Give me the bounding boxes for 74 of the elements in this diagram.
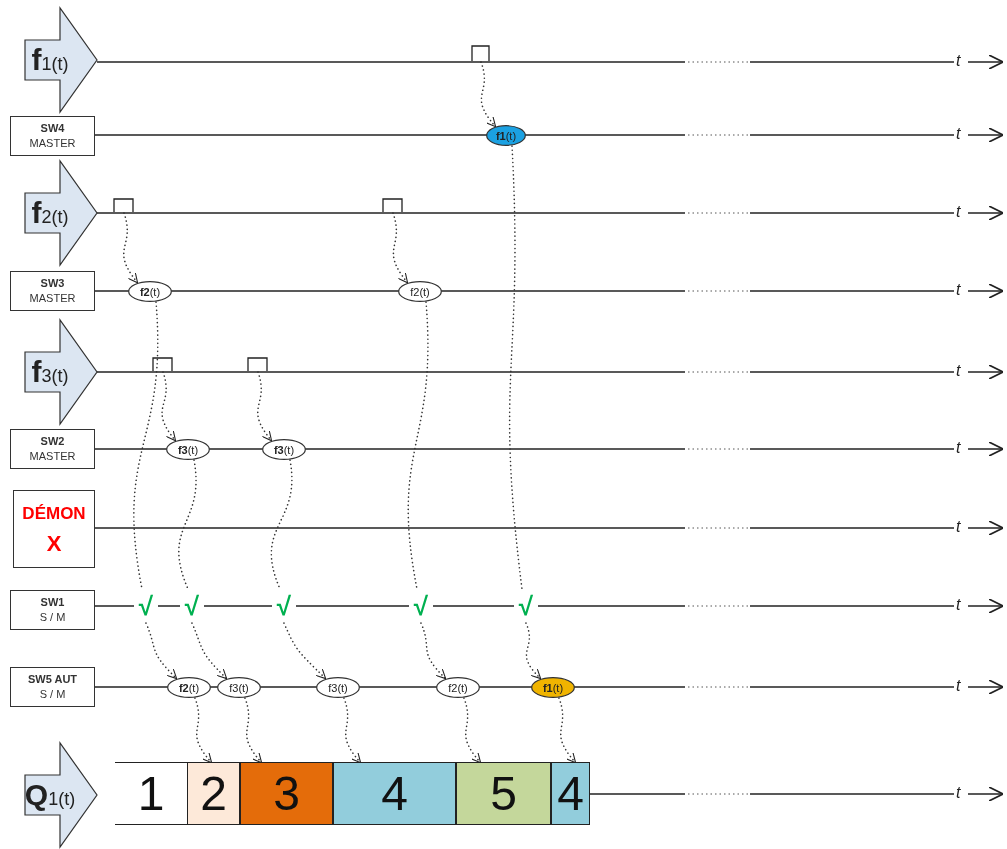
demon-label: DÉMON — [22, 503, 86, 525]
switch-box — [10, 429, 95, 469]
dotted-arrow — [145, 622, 178, 680]
dotted-line — [407, 301, 429, 590]
time-axis-label: t — [956, 53, 961, 69]
dotted-arrow — [244, 697, 263, 764]
message-label: f3(t) — [177, 443, 199, 456]
dotted-arrow — [343, 697, 362, 764]
time-axis-label: t — [956, 363, 961, 379]
cell-number: 1 — [137, 765, 165, 822]
switch-label: S / M — [39, 610, 66, 625]
cell-number: 3 — [273, 765, 300, 822]
signal-label: Q1(t) — [24, 778, 76, 812]
queue-cell — [333, 762, 456, 825]
switch-label: S / M — [39, 687, 66, 702]
dotted-arrow — [191, 622, 228, 680]
queue-cell — [115, 762, 187, 825]
time-axis-label: t — [956, 282, 961, 298]
dotted-arrow — [283, 622, 327, 680]
demon-box — [13, 490, 95, 568]
switch-label: SW2 — [40, 434, 65, 449]
message-label: f1(t) — [495, 129, 517, 142]
message-label: f2(t) — [178, 681, 200, 694]
cell-number: 2 — [200, 765, 227, 822]
switch-label: SW3 — [40, 276, 65, 291]
dotted-arrow — [257, 371, 273, 442]
signal-label: f2(t) — [31, 196, 69, 230]
message-label: f3(t) — [328, 681, 348, 694]
message-label: f2(t) — [448, 681, 468, 694]
switch-label: SW1 — [40, 595, 65, 610]
queue-cell — [240, 762, 333, 825]
dotted-arrow — [525, 622, 542, 680]
switch-label: SW4 — [40, 121, 65, 136]
dotted-arrow — [420, 622, 447, 680]
switch-box — [10, 667, 95, 707]
dotted-line — [270, 459, 293, 590]
message-label: f2(t) — [410, 285, 430, 298]
switch-box — [10, 590, 95, 630]
cell-number: 5 — [490, 765, 517, 822]
switch-label: MASTER — [29, 291, 76, 306]
dotted-arrow — [558, 697, 577, 764]
time-axis-label: t — [956, 519, 961, 535]
switch-box — [10, 116, 95, 156]
switch-box — [10, 271, 95, 311]
time-axis-label: t — [956, 785, 961, 801]
switch-label: MASTER — [29, 449, 76, 464]
dotted-arrow — [392, 212, 409, 284]
dotted-arrow — [123, 212, 139, 284]
message-label: f3(t) — [273, 443, 295, 456]
time-axis-label: t — [956, 597, 961, 613]
queue-cell — [187, 762, 240, 825]
switch-label: MASTER — [29, 136, 76, 151]
time-axis-label: t — [956, 440, 961, 456]
dotted-line — [508, 145, 523, 590]
signal-label: f3(t) — [31, 355, 69, 389]
message-label: f2(t) — [139, 285, 161, 298]
dotted-line — [133, 301, 159, 590]
queue-cell — [456, 762, 551, 825]
cell-number: 4 — [381, 765, 408, 822]
time-axis-label: t — [956, 678, 961, 694]
message-label: f1(t) — [542, 681, 564, 694]
time-axis-label: t — [956, 204, 961, 220]
dotted-line — [178, 459, 197, 590]
dotted-arrow — [480, 61, 497, 128]
signal-label: f1(t) — [31, 43, 69, 77]
switch-label: SW5 AUT — [27, 672, 78, 687]
dotted-arrow — [463, 697, 482, 764]
cell-number: 4 — [557, 765, 584, 822]
queue-cell — [551, 762, 590, 825]
time-axis-label: t — [956, 126, 961, 142]
message-label: f3(t) — [229, 681, 249, 694]
dotted-arrow — [161, 371, 177, 442]
dotted-arrow — [194, 697, 213, 764]
cross-mark: X — [46, 530, 62, 558]
